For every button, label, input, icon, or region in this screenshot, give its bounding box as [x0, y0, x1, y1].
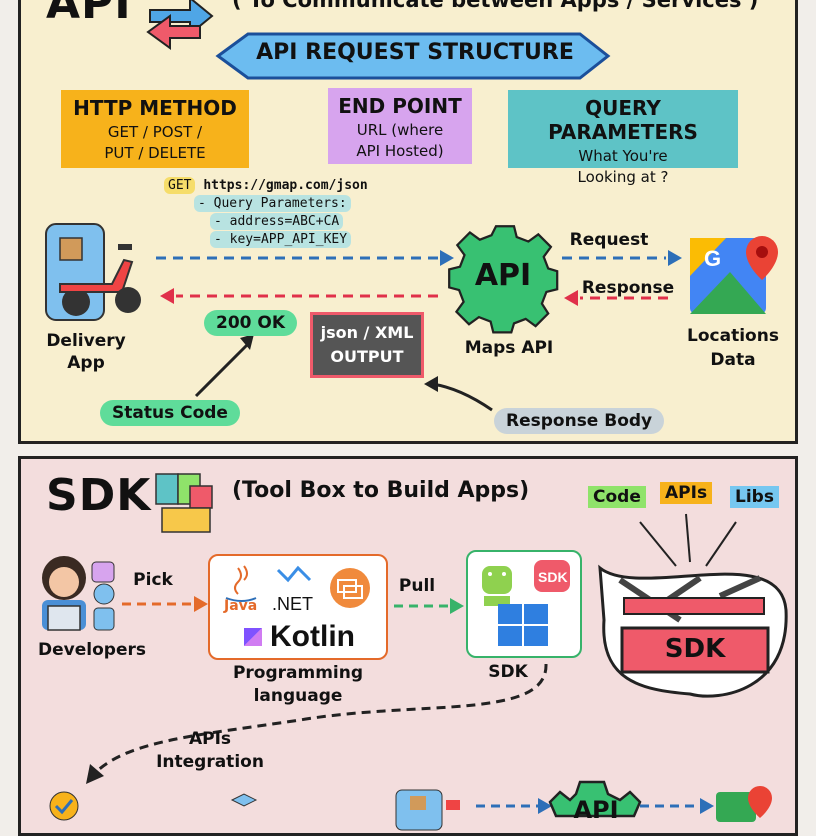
pull-label: Pull: [398, 576, 436, 596]
http-method-box: HTTP METHOD GET / POST / PUT / DELETE: [61, 90, 249, 168]
api-flow-arrows: [156, 250, 682, 412]
tag-code: Code: [588, 486, 646, 508]
swap-arrows-icon: [146, 0, 214, 50]
json-xml-output-box: json / XML OUTPUT: [310, 312, 424, 378]
end-point-title: END POINT: [338, 94, 462, 118]
language-logos: [225, 565, 370, 646]
tag-apis: APIs: [660, 482, 713, 504]
programming-language-caption: Programming language: [232, 663, 364, 706]
request-label: Request: [569, 230, 649, 250]
query-params-box: QUERY PARAMETERS What You're Looking at …: [508, 90, 738, 186]
svg-text:G: G: [704, 246, 721, 271]
query-line-1: - Query Parameters:: [194, 195, 351, 212]
bottom-row-icons: [49, 780, 772, 831]
http-method-title: HTTP METHOD: [73, 96, 237, 120]
toolbox-illustration: [598, 513, 788, 698]
maps-api-label: Maps API: [464, 338, 554, 358]
kotlin-logo-text: Kotlin: [270, 620, 355, 653]
dotnet-logo-text: .NET: [272, 594, 314, 614]
blocks-icon: [155, 473, 213, 533]
query-params-title: QUERY PARAMETERS: [548, 96, 698, 144]
request-method: GET: [164, 177, 196, 194]
query-line-2: - address=ABC+CA: [210, 213, 344, 230]
developers-label: Developers: [38, 640, 146, 660]
svg-text:SDK: SDK: [538, 569, 568, 585]
bottom-api-label: API: [573, 796, 619, 824]
delivery-app-icon: [45, 223, 141, 321]
http-method-desc-1: GET / POST /: [107, 123, 203, 141]
query-params-desc-1: What You're: [578, 147, 668, 165]
response-body-label: Response Body: [494, 408, 665, 434]
request-url: https://gmap.com/json: [203, 178, 368, 193]
java-logo-text: Java: [224, 598, 258, 614]
api-gear-icon: [448, 225, 559, 334]
apis-integration-label: APIs Integration: [156, 729, 264, 772]
sdk-flow-arrows: [86, 596, 714, 814]
request-line: GET https://gmap.com/json: [164, 177, 368, 194]
sdk-caption: SDK: [488, 662, 528, 682]
api-title: API: [46, 0, 132, 29]
end-point-desc-2: API Hosted): [356, 142, 444, 160]
query-line-3: - key=APP_API_KEY: [210, 231, 352, 248]
locations-data-label: Locations Data: [687, 326, 779, 370]
end-point-desc-1: URL (where: [356, 121, 444, 139]
toolbox-label: SDK: [664, 634, 726, 664]
delivery-app-label: Delivery App: [46, 331, 126, 373]
http-method-desc-2: PUT / DELETE: [104, 144, 206, 162]
developer-icon: [42, 556, 115, 631]
status-200-pill: 200 OK: [204, 310, 298, 336]
status-code-label: Status Code: [100, 400, 240, 426]
api-gear-label: API: [474, 258, 532, 293]
sdk-platform-logos: SDK: [482, 560, 570, 646]
end-point-box: END POINT URL (where API Hosted): [328, 88, 472, 164]
tag-libs: Libs: [730, 486, 779, 508]
sdk-title: SDK: [46, 470, 152, 521]
google-maps-icon: G: [690, 236, 778, 314]
programming-language-card: [208, 554, 388, 660]
query-params-desc-2: Looking at ?: [577, 168, 669, 186]
sdk-subtitle: (Tool Box to Build Apps): [232, 478, 530, 503]
banner-shape: [215, 32, 611, 80]
banner-title: API REQUEST STRUCTURE: [256, 40, 574, 65]
pick-label: Pick: [133, 570, 173, 590]
response-label: Response: [581, 278, 675, 298]
api-subtitle: ( To Communicate between Apps / Services…: [232, 0, 759, 12]
